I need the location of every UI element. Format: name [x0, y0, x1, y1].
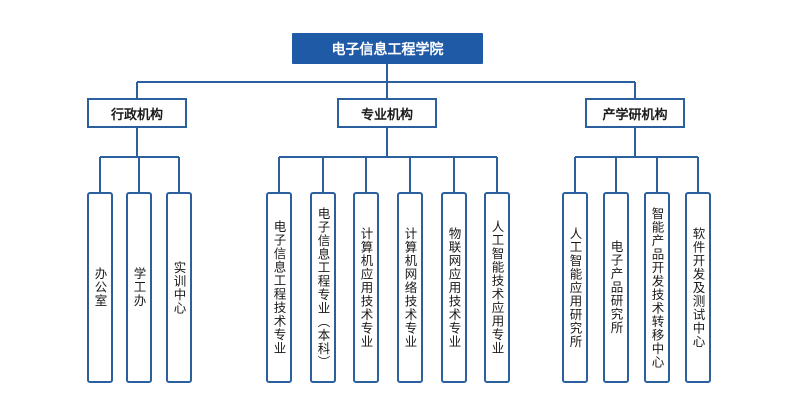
- group-node-majors: 专业机构: [337, 98, 437, 128]
- leaf-node-label: 计算机应用技术专业: [358, 226, 374, 349]
- leaf-node-training-center: 实训中心: [166, 192, 192, 383]
- leaf-node-label: 办公室: [92, 267, 108, 308]
- root-node-label: 电子信息工程学院: [331, 41, 444, 58]
- leaf-node-major-4: 计算机网络技术专业: [397, 192, 423, 383]
- leaf-node-label: 电子信息工程专业（本科）: [315, 206, 331, 369]
- leaf-node-label: 人工智能应用研究所: [567, 226, 583, 349]
- leaf-node-major-5: 物联网应用技术专业: [441, 192, 467, 383]
- leaf-node-office: 办公室: [87, 192, 113, 383]
- group-node-industry-research: 产学研机构: [585, 98, 685, 128]
- leaf-node-major-6: 人工智能技术应用专业: [484, 192, 510, 383]
- group-node-label: 专业机构: [360, 107, 413, 123]
- leaf-node-label: 计算机网络技术专业: [402, 226, 418, 349]
- leaf-node-ai-institute: 人工智能应用研究所: [562, 192, 588, 383]
- leaf-node-major-1: 电子信息工程技术专业: [266, 192, 292, 383]
- leaf-node-student-affairs: 学工办: [126, 192, 152, 383]
- leaf-node-label: 软件开发及测试中心: [690, 226, 706, 349]
- leaf-node-software-center: 软件开发及测试中心: [685, 192, 711, 383]
- leaf-node-label: 学工办: [131, 267, 147, 308]
- leaf-node-tech-transfer-center: 智能产品开发技术转移中心: [644, 192, 670, 383]
- leaf-node-label: 电子产品研究所: [608, 240, 624, 335]
- group-node-label: 产学研机构: [602, 107, 668, 123]
- leaf-node-label: 实训中心: [171, 260, 187, 315]
- leaf-node-label: 人工智能技术应用专业: [489, 220, 505, 355]
- group-node-label: 行政机构: [110, 107, 163, 123]
- leaf-node-label: 电子信息工程技术专业: [271, 220, 287, 355]
- leaf-node-label: 物联网应用技术专业: [446, 226, 462, 349]
- root-node-college: 电子信息工程学院: [292, 33, 483, 64]
- leaf-node-major-2: 电子信息工程专业（本科）: [310, 192, 336, 383]
- leaf-node-label: 智能产品开发技术转移中心: [649, 206, 665, 369]
- group-node-administrative: 行政机构: [87, 98, 187, 128]
- leaf-node-electronics-institute: 电子产品研究所: [603, 192, 629, 383]
- leaf-node-major-3: 计算机应用技术专业: [353, 192, 379, 383]
